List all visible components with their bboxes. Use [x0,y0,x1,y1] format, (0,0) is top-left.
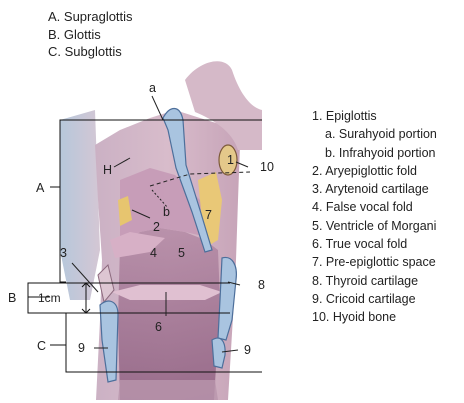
label-3: 3 [60,246,67,260]
region-subglottis: C. Subglottis [48,43,133,61]
legend-item: 7. Pre-epiglottic space [312,253,437,271]
legend-item: 8. Thyroid cartilage [312,272,437,290]
region-list: A. Supraglottis B. Glottis C. Subglottis [48,8,133,61]
legend-item: 10. Hyoid bone [312,308,437,326]
legend-item: 4. False vocal fold [312,198,437,216]
region-label-A: A [36,181,44,195]
region-label-B: B [8,291,16,305]
label-10: 10 [260,160,274,174]
label-9-left: 9 [78,341,85,355]
region-label-C: C [37,339,46,353]
label-9-right: 9 [244,343,251,357]
label-5: 5 [178,246,185,260]
label-4: 4 [150,246,157,260]
legend-subitem: b. Infrahyoid portion [312,144,437,162]
cricoid-right [212,338,225,368]
label-a: a [149,81,156,95]
label-2: 2 [153,220,160,234]
legend-item: 9. Cricoid cartilage [312,290,437,308]
label-H: H [103,163,112,177]
legend-item: 1. Epiglottis [312,107,437,125]
trachea [118,380,218,400]
label-7: 7 [205,208,212,222]
label-6: 6 [155,320,162,334]
scale-1cm: 1cm [38,291,61,305]
legend-item: 5. Ventricle of Morgani [312,217,437,235]
label-1: 1 [227,153,234,167]
legend-item: 6. True vocal fold [312,235,437,253]
legend-item: 3. Arytenoid cartilage [312,180,437,198]
label-b: b [163,205,170,219]
region-supraglottis: A. Supraglottis [48,8,133,26]
label-8: 8 [258,278,265,292]
legend-item: 2. Aryepiglottic fold [312,162,437,180]
region-glottis: B. Glottis [48,26,133,44]
legend-subitem: a. Surahyoid portion [312,125,437,143]
